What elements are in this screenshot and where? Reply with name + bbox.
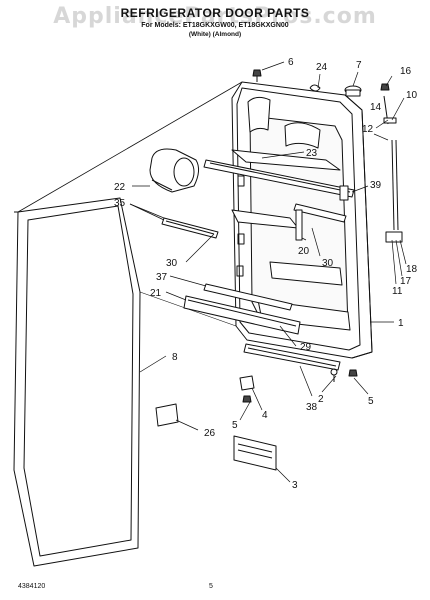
callout-35: 35 [114,198,126,209]
screw-5b [242,395,252,403]
callout-17: 17 [400,276,412,287]
callout-29: 29 [300,342,312,353]
screw-2 [330,368,338,382]
hinge-assembly [383,95,403,243]
leader-lines [129,61,407,483]
screw-5a [348,369,358,377]
callout-30-right: 30 [322,258,334,269]
callout-3: 3 [292,480,298,491]
callout-6: 6 [288,57,294,68]
callout-8: 8 [172,352,178,363]
hinge-4 [239,375,255,391]
callout-7: 7 [356,60,362,71]
callout-12: 12 [362,124,374,135]
diagram-title: REFRIGERATOR DOOR PARTS [120,6,310,20]
shelf-rail-middle [293,203,347,241]
lower-shelf-rail [183,295,301,335]
callout-26: 26 [204,428,216,439]
color-variants: (White) (Almond) [188,31,242,38]
callout-39: 39 [370,180,382,191]
callout-22: 22 [114,182,126,193]
door-gasket [13,197,141,567]
bumper-24 [309,84,321,92]
callout-21: 21 [150,288,162,299]
door-handle-3 [233,435,277,471]
callout-16: 16 [400,66,412,77]
watermark-text: AppliancePartsPros.com [53,4,377,29]
bottom-trim-38 [243,343,341,371]
callout-30-left: 30 [166,258,178,269]
door-shelf-bar-upper [203,159,355,201]
callout-10: 10 [406,90,418,101]
dairy-compartment [149,148,200,193]
callout-5-right: 5 [368,396,374,407]
page-number: 5 [209,583,213,590]
callout-38: 38 [306,402,318,413]
callout-labels: 6 24 7 16 10 14 12 23 39 22 35 30 20 30 … [114,57,418,491]
callout-4: 4 [262,410,268,421]
callout-20: 20 [298,246,310,257]
cap-7 [344,85,362,97]
callout-23: 23 [306,148,318,159]
callout-24: 24 [316,62,328,73]
screw-6 [252,69,262,82]
callout-37: 37 [156,272,168,283]
callout-14: 14 [370,102,382,113]
callout-11: 11 [392,286,403,297]
callout-1: 1 [398,318,404,329]
shelf-bar-35 [161,217,219,239]
document-number: 4384120 [18,583,46,590]
trim-26 [155,403,179,427]
screw-16 [380,83,390,91]
callout-5-left: 5 [232,420,238,431]
callout-2: 2 [318,394,324,405]
shelf-rail-37 [203,283,293,311]
model-numbers: For Models: ET18GKXGW00, ET18GKXGN00 [141,22,289,29]
callout-18: 18 [406,264,418,275]
